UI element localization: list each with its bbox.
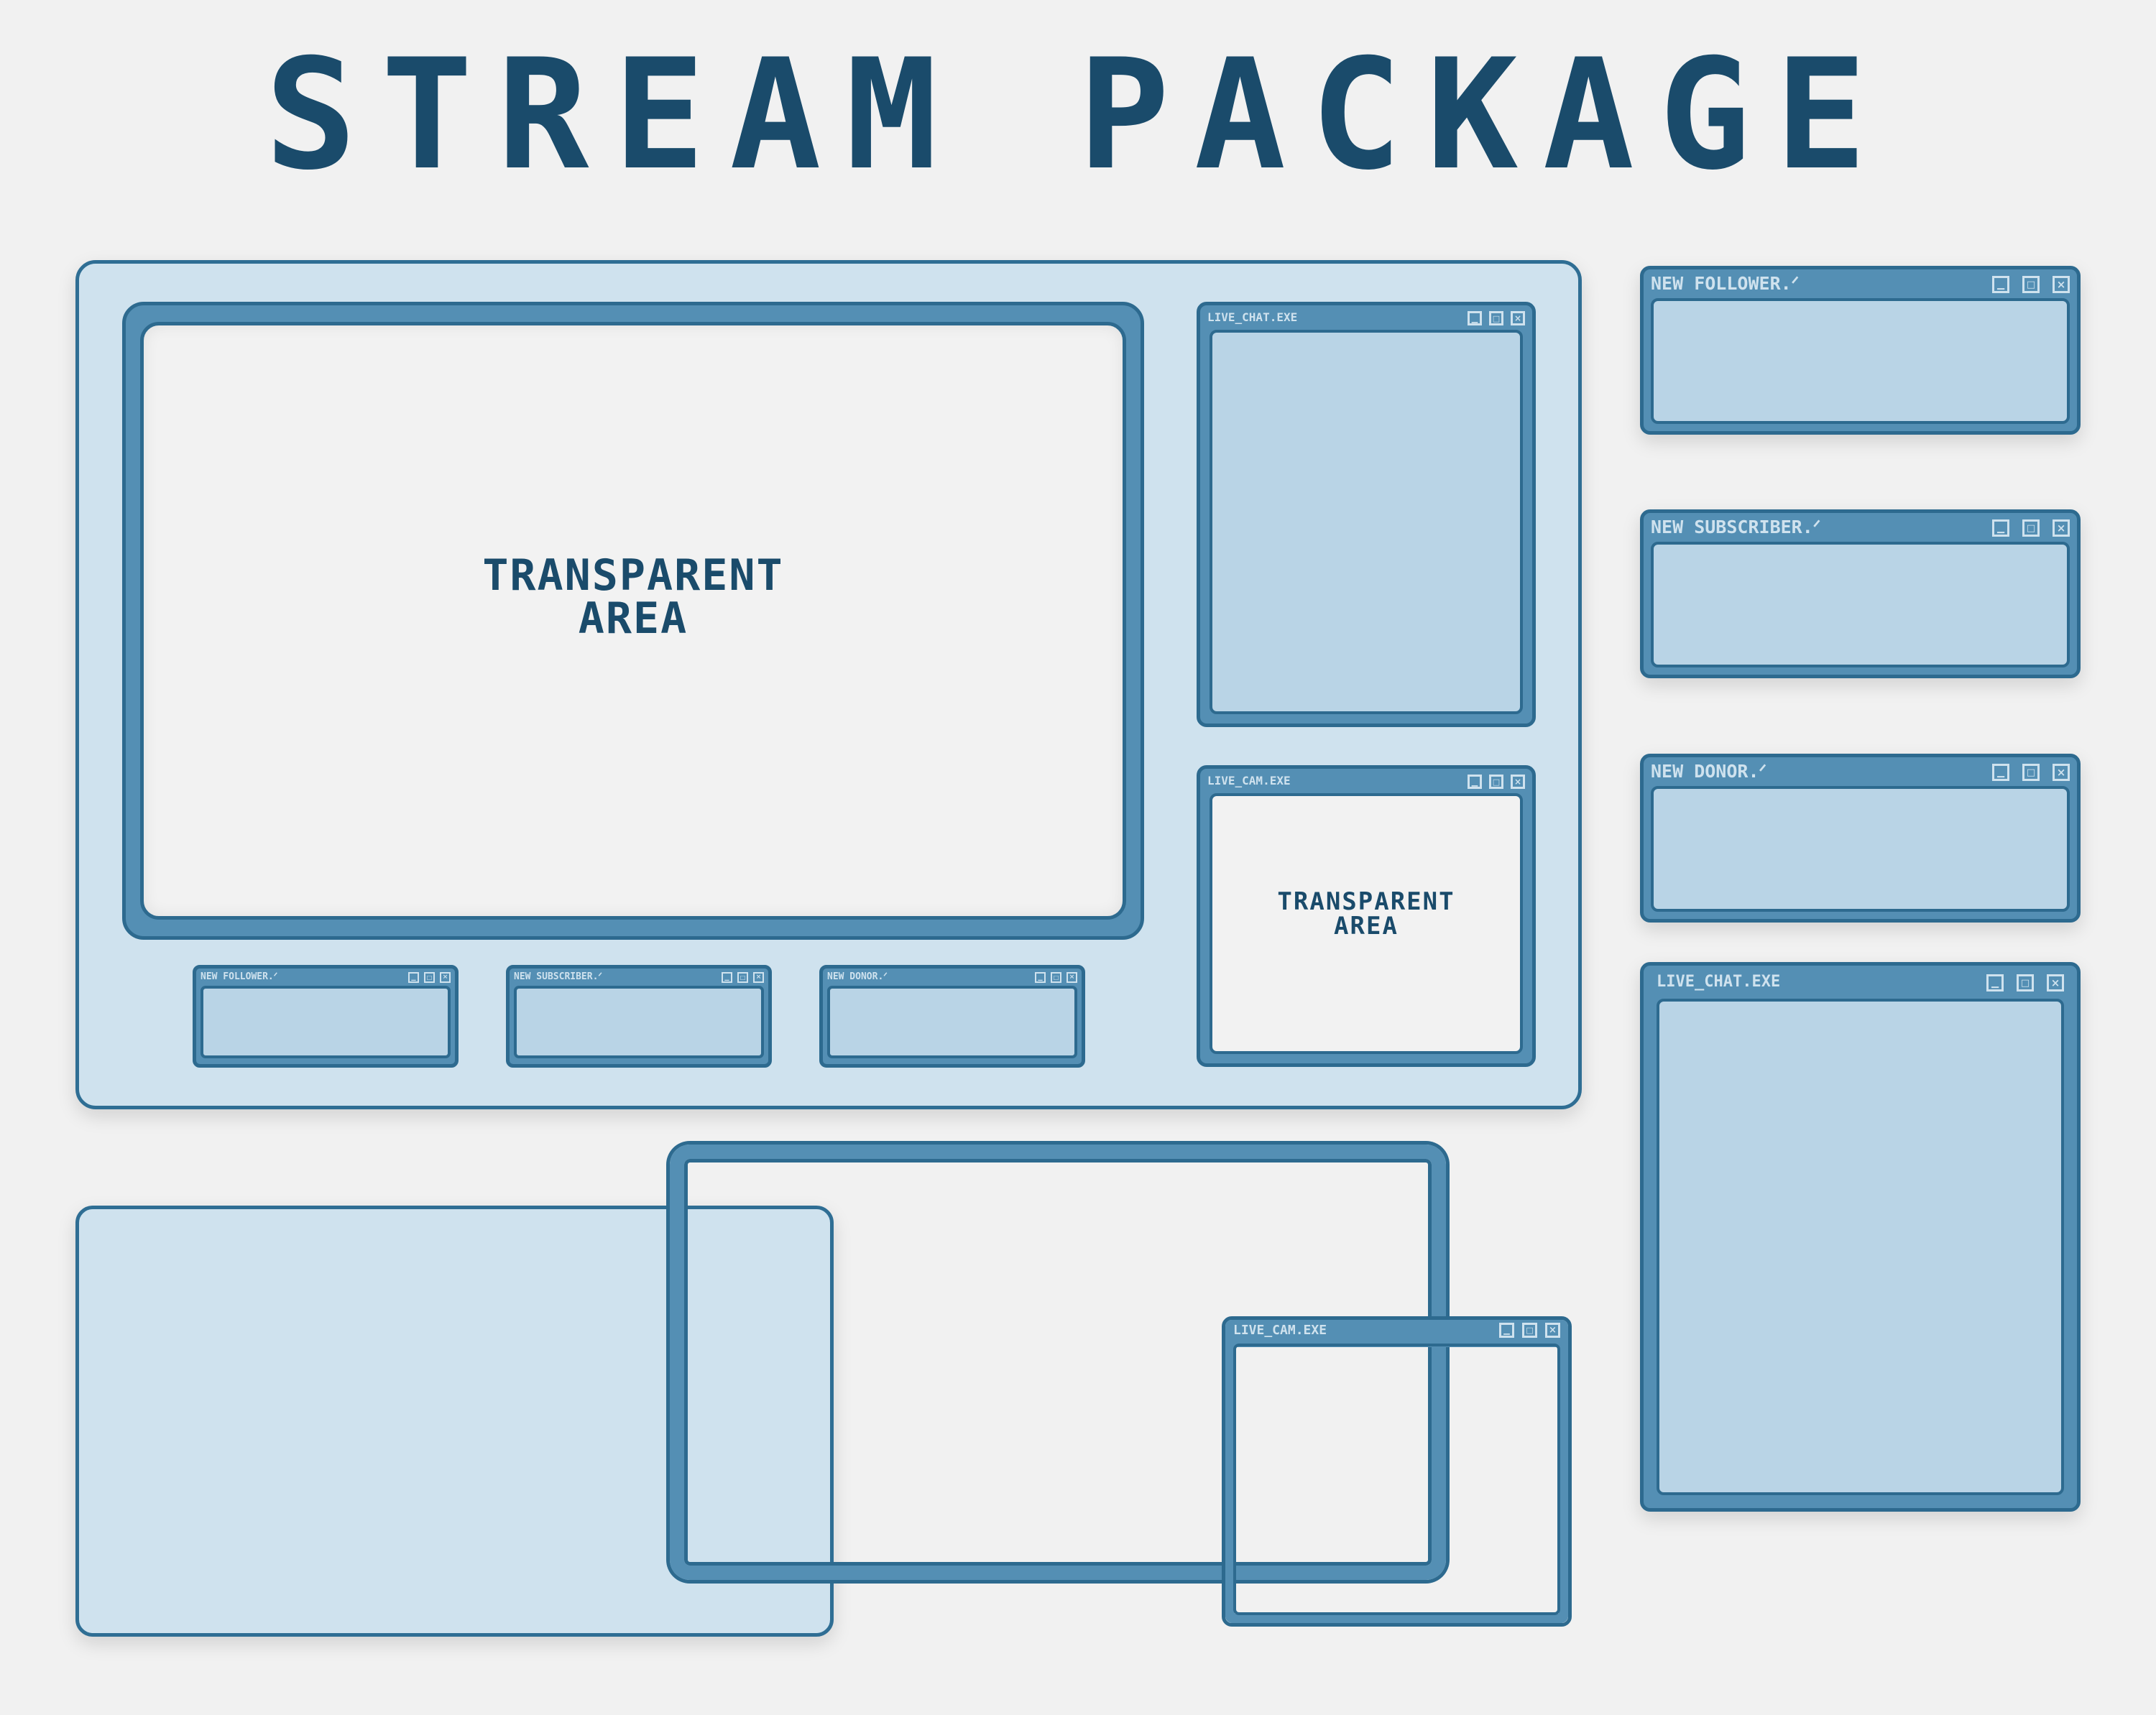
panel-live-chat-window: LIVE_CHAT.EXE ▁ □ × (1197, 302, 1536, 727)
maximize-icon[interactable]: □ (1489, 775, 1503, 789)
close-icon[interactable]: × (753, 972, 764, 983)
cam-transparent-area (1233, 1344, 1560, 1615)
live-cam-window: LIVE_CAM.EXE ▁ □ × (1222, 1316, 1572, 1627)
cam-window-side-borders (1225, 1344, 1568, 1623)
window-title: LIVE_CAM.EXE (1207, 774, 1291, 787)
chat-content-area (1657, 999, 2064, 1495)
transparent-area-label-line1: TRANSPARENT (1277, 887, 1455, 916)
cam-transparent-area: TRANSPARENT AREA (1210, 793, 1523, 1054)
alert-content-area (514, 986, 764, 1058)
minimize-icon[interactable]: ▁ (1992, 764, 2009, 781)
minimize-icon[interactable]: ▁ (1468, 311, 1482, 325)
maximize-icon[interactable]: □ (2022, 519, 2040, 537)
close-icon[interactable]: × (1545, 1323, 1560, 1338)
close-icon[interactable]: × (2053, 519, 2070, 537)
new-follower-alert: NEW FOLLOWER.ᐟ ▁ □ × (1640, 266, 2081, 435)
screen-frame-overlay (670, 1145, 1446, 1580)
minimize-icon[interactable]: ▁ (1468, 775, 1482, 789)
panel-new-donor-alert: NEW DONOR.ᐟ ▁ □ × (819, 965, 1085, 1068)
window-title: NEW DONOR.ᐟ (1651, 761, 1767, 782)
cam-window-frame (1222, 1316, 1572, 1627)
window-title: NEW DONOR.ᐟ (827, 971, 888, 982)
window-title: NEW SUBSCRIBER.ᐟ (514, 971, 602, 982)
new-donor-alert: NEW DONOR.ᐟ ▁ □ × (1640, 754, 2081, 923)
window-title: LIVE_CAM.EXE (1233, 1323, 1327, 1338)
window-title: LIVE_CHAT.EXE (1207, 310, 1298, 324)
close-icon[interactable]: × (2053, 764, 2070, 781)
close-icon[interactable]: × (1067, 972, 1077, 983)
window-title: NEW FOLLOWER.ᐟ (1651, 273, 1800, 294)
alert-content-area (1651, 298, 2070, 424)
minimize-icon[interactable]: ▁ (1992, 276, 2009, 293)
main-transparent-area: TRANSPARENT AREA (140, 322, 1126, 920)
page-title: STREAM PACKAGE (264, 26, 1892, 203)
window-title: NEW FOLLOWER.ᐟ (201, 971, 278, 982)
window-title: NEW SUBSCRIBER.ᐟ (1651, 517, 1821, 537)
maximize-icon[interactable]: □ (2022, 276, 2040, 293)
panel-live-cam-window: LIVE_CAM.EXE ▁ □ × TRANSPARENT AREA (1197, 765, 1536, 1067)
minimize-icon[interactable]: ▁ (408, 972, 419, 983)
close-icon[interactable]: × (1511, 311, 1525, 325)
minimize-icon[interactable]: ▁ (722, 972, 732, 983)
maximize-icon[interactable]: □ (1522, 1323, 1537, 1338)
alert-content-area (201, 986, 451, 1058)
close-icon[interactable]: × (2047, 974, 2064, 991)
transparent-area-label-line1: TRANSPARENT (482, 550, 784, 601)
maximize-icon[interactable]: □ (1051, 972, 1061, 983)
alert-content-area (1651, 542, 2070, 667)
window-title: LIVE_CHAT.EXE (1657, 973, 1781, 991)
minimize-icon[interactable]: ▁ (1499, 1323, 1514, 1338)
new-subscriber-alert: NEW SUBSCRIBER.ᐟ ▁ □ × (1640, 509, 2081, 678)
maximize-icon[interactable]: □ (2022, 764, 2040, 781)
close-icon[interactable]: × (2053, 276, 2070, 293)
alert-content-area (827, 986, 1077, 1058)
maximize-icon[interactable]: □ (737, 972, 748, 983)
chat-content-area (1210, 330, 1523, 714)
lower-panel-box (75, 1206, 834, 1637)
close-icon[interactable]: × (440, 972, 451, 983)
minimize-icon[interactable]: ▁ (1035, 972, 1046, 983)
minimize-icon[interactable]: ▁ (1986, 974, 2004, 991)
live-chat-window: LIVE_CHAT.EXE ▁ □ × (1640, 962, 2081, 1512)
panel-new-follower-alert: NEW FOLLOWER.ᐟ ▁ □ × (193, 965, 459, 1068)
alert-content-area (1651, 786, 2070, 912)
maximize-icon[interactable]: □ (2017, 974, 2034, 991)
minimize-icon[interactable]: ▁ (1992, 519, 2009, 537)
transparent-area-label-line2: AREA (578, 593, 688, 644)
panel-new-subscriber-alert: NEW SUBSCRIBER.ᐟ ▁ □ × (506, 965, 772, 1068)
transparent-area-label-line2: AREA (1334, 912, 1399, 940)
maximize-icon[interactable]: □ (424, 972, 435, 983)
maximize-icon[interactable]: □ (1489, 311, 1503, 325)
close-icon[interactable]: × (1511, 775, 1525, 789)
